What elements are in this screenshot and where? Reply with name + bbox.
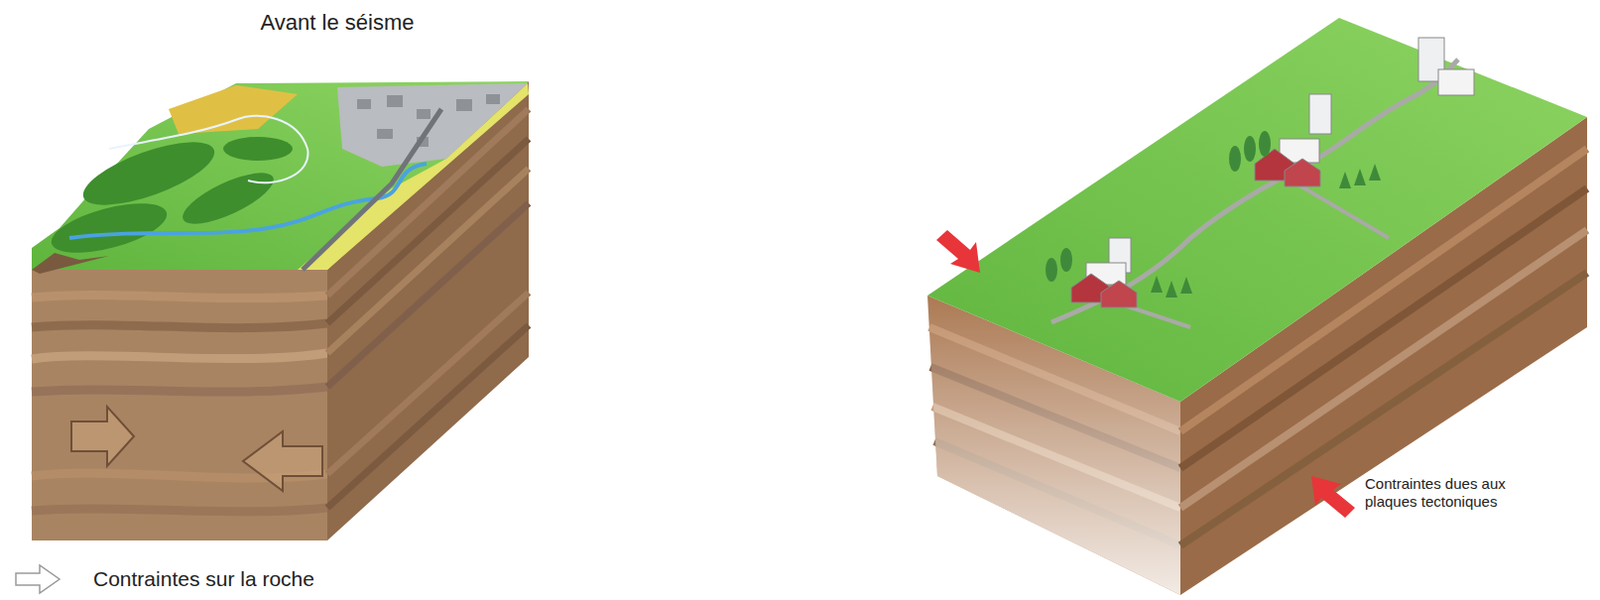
illustration-part bbox=[31, 269, 328, 541]
illustration-part bbox=[327, 325, 529, 508]
illustration-part bbox=[243, 431, 323, 492]
illustration-part bbox=[31, 353, 328, 360]
illustration-part bbox=[46, 193, 172, 263]
illustration-part bbox=[327, 81, 529, 541]
illustration-part bbox=[1339, 171, 1352, 189]
illustration-part bbox=[176, 162, 280, 234]
illustration-part bbox=[327, 292, 529, 475]
illustration-part bbox=[1284, 158, 1321, 187]
illustration-part bbox=[1045, 257, 1058, 282]
illustration-part bbox=[31, 81, 529, 270]
right-block bbox=[927, 17, 1588, 596]
illustration-part bbox=[71, 406, 323, 492]
diagram-title: Avant le séisme bbox=[208, 9, 467, 36]
illustration-part bbox=[1353, 168, 1366, 186]
illustration-part bbox=[1368, 163, 1381, 181]
illustration-part bbox=[1071, 37, 1475, 308]
illustration-part bbox=[302, 109, 442, 270]
illustration-part bbox=[1101, 280, 1137, 308]
left-block bbox=[31, 81, 529, 541]
illustration-part bbox=[71, 406, 134, 467]
illustration-part bbox=[386, 95, 403, 108]
illustration-part bbox=[1258, 130, 1271, 157]
illustration-part bbox=[486, 94, 500, 105]
illustration-part bbox=[297, 83, 529, 270]
illustration-part bbox=[109, 116, 308, 183]
illustration-part bbox=[927, 17, 1588, 402]
illustration-part bbox=[1180, 276, 1193, 294]
illustration-part bbox=[357, 94, 500, 147]
illustration-part bbox=[456, 99, 473, 112]
illustration-part bbox=[1045, 130, 1381, 298]
illustration-part bbox=[416, 109, 431, 120]
illustration-part bbox=[1150, 275, 1163, 293]
illustration-part bbox=[223, 136, 293, 161]
illustration-part bbox=[1438, 69, 1475, 96]
illustration-part bbox=[1311, 476, 1355, 518]
illustration-part bbox=[31, 507, 328, 512]
illustration-part bbox=[1060, 247, 1073, 272]
illustration-part bbox=[31, 323, 328, 329]
illustration-part bbox=[357, 99, 371, 110]
illustration-part bbox=[1243, 135, 1256, 162]
illustration-part bbox=[1165, 280, 1178, 298]
legend-text: Contraintes sur la roche bbox=[93, 566, 491, 592]
illustration-part bbox=[1309, 94, 1332, 134]
illustration-part bbox=[376, 128, 393, 139]
illustration-part bbox=[936, 230, 1355, 518]
illustration-part bbox=[31, 294, 328, 298]
illustration-part bbox=[46, 128, 293, 262]
illustration-part bbox=[168, 85, 298, 134]
illustration-part bbox=[31, 294, 328, 511]
illustration-part bbox=[936, 230, 981, 273]
legend-arrow-icon bbox=[15, 565, 60, 594]
illustration-part bbox=[31, 252, 110, 274]
callout-label: Contraintes dues aux plaques tectoniques bbox=[1364, 475, 1524, 511]
illustration-part bbox=[1229, 145, 1241, 172]
illustration-part bbox=[1051, 59, 1459, 323]
illustration-part bbox=[31, 386, 328, 392]
